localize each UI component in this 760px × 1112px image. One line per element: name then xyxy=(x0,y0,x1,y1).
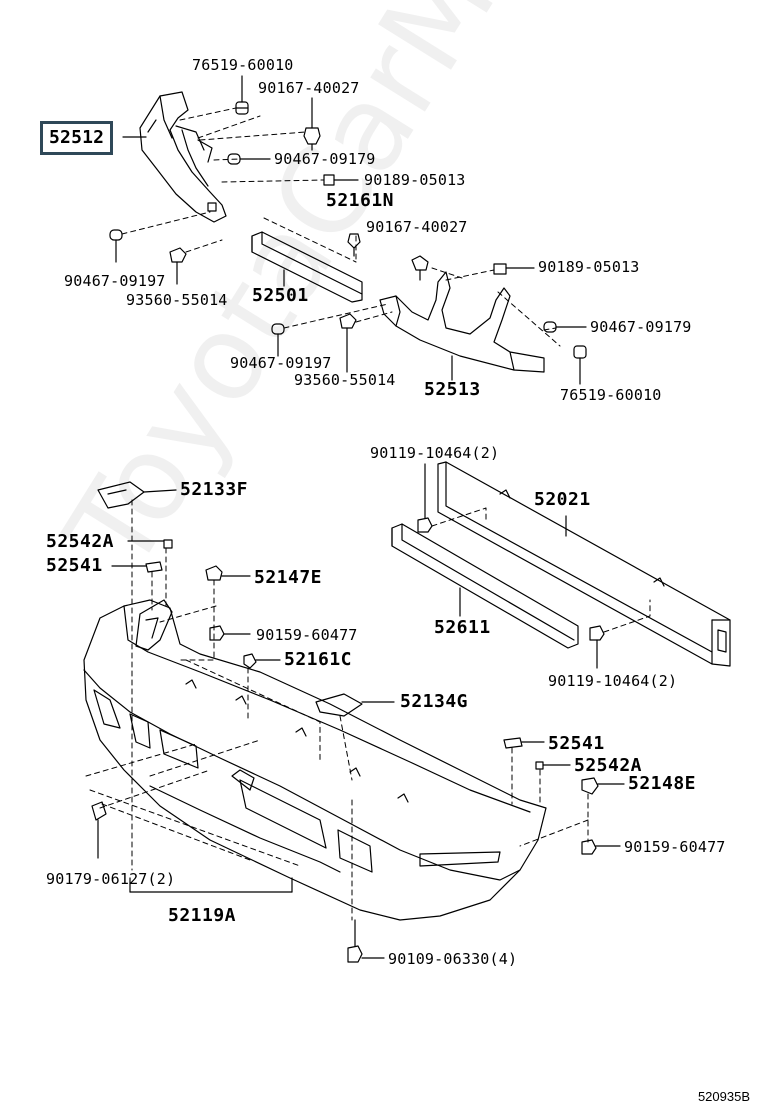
label-52611: 52611 xyxy=(434,617,491,638)
diagram-code: 520935B xyxy=(697,1089,750,1104)
clip-90189-right xyxy=(493,263,535,275)
clip-90179-06127 xyxy=(91,801,107,859)
pad-52541-left xyxy=(111,561,163,573)
clip-52148e xyxy=(581,777,625,795)
label-90179-06127: 90179-06127(2) xyxy=(46,870,176,888)
bracket-52512-drawing xyxy=(139,91,227,223)
label-52134g: 52134G xyxy=(400,691,469,712)
label-90167-40027-mid: 90167-40027 xyxy=(366,218,468,236)
screw-90159-left xyxy=(209,625,251,641)
absorber-52611-drawing xyxy=(391,523,579,649)
pad-52541-right xyxy=(503,737,545,749)
label-76519-60010-bottom: 76519-60010 xyxy=(560,386,662,404)
label-90467-09197-mid: 90467-09197 xyxy=(230,354,332,372)
clip-76519-bottom xyxy=(573,345,587,385)
reinforcement-52021-drawing xyxy=(437,461,731,667)
label-90119-10464-bottom: 90119-10464(2) xyxy=(548,672,678,690)
clip-52542a-left xyxy=(127,539,173,549)
label-52148e: 52148E xyxy=(628,773,697,794)
label-93560-55014-mid: 93560-55014 xyxy=(294,371,396,389)
label-52147e: 52147E xyxy=(254,567,323,588)
bar-52501-drawing xyxy=(251,231,363,303)
label-52501: 52501 xyxy=(252,285,309,306)
label-52119a: 52119A xyxy=(168,905,237,926)
screw-90159-right xyxy=(581,839,621,855)
label-90467-09179-right: 90467-09179 xyxy=(590,318,692,336)
label-93560-55014-left: 93560-55014 xyxy=(126,291,228,309)
label-76519-60010-top: 76519-60010 xyxy=(192,56,294,74)
label-52512: 52512 xyxy=(40,121,114,155)
grommet-90467-right xyxy=(543,321,587,333)
label-52161c: 52161C xyxy=(284,649,353,670)
label-90159-60477-left: 90159-60477 xyxy=(256,626,358,644)
clip-52542a-right xyxy=(535,761,571,770)
screw-93560-mid xyxy=(339,313,357,373)
screw-93560-left xyxy=(169,247,187,285)
label-52021: 52021 xyxy=(534,489,591,510)
nut-90167-top xyxy=(303,127,321,151)
label-52541-left: 52541 xyxy=(46,555,103,576)
clip-52147e xyxy=(205,565,251,581)
screw-52513-top xyxy=(411,255,429,281)
label-90189-05013-right: 90189-05013 xyxy=(538,258,640,276)
label-90167-40027-top: 90167-40027 xyxy=(258,79,360,97)
label-52541-right: 52541 xyxy=(548,733,605,754)
bolt-90119-top xyxy=(417,463,433,533)
label-90119-10464-top: 90119-10464(2) xyxy=(370,444,500,462)
nut-52161c xyxy=(243,653,281,669)
clip-90189-top xyxy=(323,174,359,186)
grommet-90467-mid xyxy=(271,323,285,357)
label-90467-09197-left: 90467-09197 xyxy=(64,272,166,290)
label-52542a-left: 52542A xyxy=(46,531,115,552)
label-52542a-right: 52542A xyxy=(574,755,643,776)
clip-76519-top xyxy=(235,101,249,115)
bracket-52133f xyxy=(97,481,177,509)
label-90109-06330: 90109-06330(4) xyxy=(388,950,518,968)
bumper-cover-52119a-drawing xyxy=(83,599,547,921)
bracket-52134g xyxy=(315,693,395,717)
grommet-90467-left xyxy=(109,229,123,263)
nut-52161n xyxy=(347,233,361,257)
bolt-90119-bottom xyxy=(589,625,605,669)
bracket-52513-drawing xyxy=(379,271,545,373)
label-52133f: 52133F xyxy=(180,479,249,500)
label-52513: 52513 xyxy=(424,379,481,400)
label-52161n: 52161N xyxy=(326,190,395,211)
label-90159-60477-right: 90159-60477 xyxy=(624,838,726,856)
label-90467-09179-top: 90467-09179 xyxy=(274,150,376,168)
label-90189-05013-top: 90189-05013 xyxy=(364,171,466,189)
bolt-90109-06330 xyxy=(347,919,385,963)
